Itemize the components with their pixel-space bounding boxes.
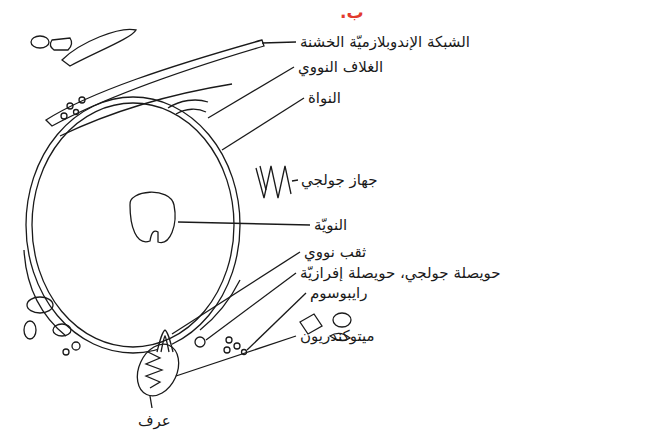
part-label: حويصلة جولجي، حويصلة إفرازيّة xyxy=(300,264,501,282)
part-label: النويّة xyxy=(314,216,347,234)
part-label: النواة xyxy=(308,89,341,107)
part-label: رايبوسوم xyxy=(310,284,367,302)
part-label: الشبكة الإندوبلازميّة الخشنة xyxy=(300,33,470,51)
part-label: ثقب نووي xyxy=(304,243,366,261)
part-label: عرف xyxy=(138,412,171,430)
part-label: جهاز جولجي xyxy=(301,171,378,189)
part-label: الغلاف النووي xyxy=(298,58,383,76)
part-label: ميتوكندريون xyxy=(300,327,375,345)
figure-letter: ب. xyxy=(340,2,364,22)
